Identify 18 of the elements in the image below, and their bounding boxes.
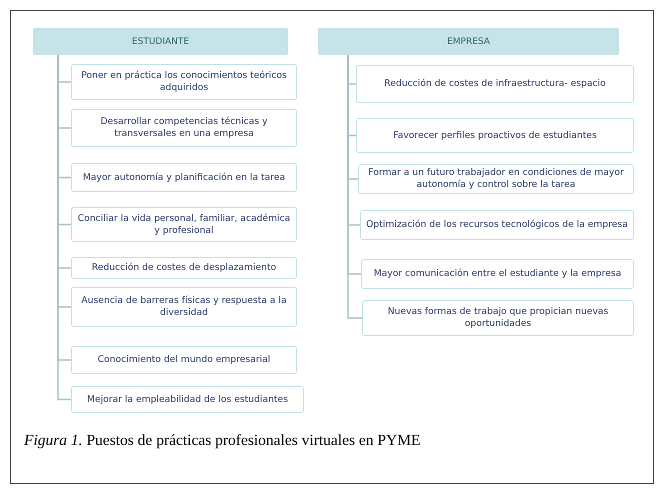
item-box: Conocimiento del mundo empresarial [71, 346, 297, 374]
item-box: Desarrollar competencias técnicas y transversales en una empresa [71, 109, 297, 147]
item-box: Reducción de costes de infraestructura- espacio [356, 65, 634, 103]
item-box: Ausencia de barreras físicas y respuesta a la diversidad [71, 287, 297, 327]
item-box: Mayor comunicación entre el estudiante y la empresa [361, 259, 634, 289]
item-box: Favorecer perfiles proactivos de estudiantes [356, 118, 634, 153]
category-header: EMPRESA [318, 28, 619, 55]
figure-caption: Figura 1. Puestos de prácticas profesionales virtuales en PYME [24, 432, 420, 450]
item-box: Mayor autonomía y planificación en la tarea [71, 163, 297, 192]
item-box: Conciliar la vida personal, familiar, académica y profesional [71, 207, 297, 242]
item-box: Reducción de costes de desplazamiento [71, 257, 297, 279]
item-box: Formar a un futuro trabajador en condiciones de mayor autonomía y control sobre la tarea [358, 164, 634, 194]
tree-connector [347, 55, 362, 319]
item-box: Poner en práctica los conocimientos teóricos adquiridos [71, 64, 297, 100]
item-box: Nuevas formas de trabajo que propician nuevas oportunidades [362, 300, 634, 336]
item-box: Optimización de los recursos tecnológicos de la empresa [360, 210, 634, 240]
category-header: ESTUDIANTE [33, 28, 288, 55]
item-box: Mejorar la empleabilidad de los estudiantes [71, 386, 304, 413]
